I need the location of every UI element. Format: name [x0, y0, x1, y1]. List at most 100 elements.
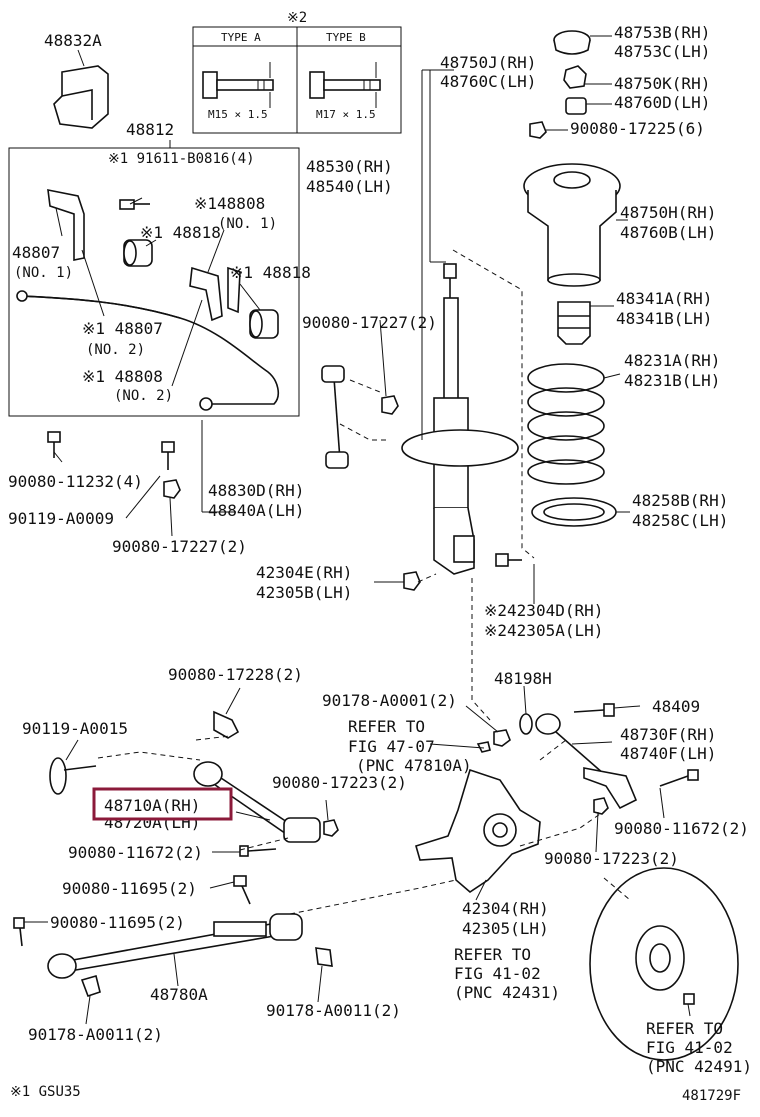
washer-48198H	[519, 713, 533, 735]
stabilizer-group-box	[8, 147, 300, 417]
label-48832A: 48832A	[44, 31, 102, 50]
label-42304: 42304(RH)	[462, 899, 549, 918]
spring-seat-48258B	[531, 497, 617, 527]
arm-48780A	[47, 913, 303, 979]
screw-42491	[683, 993, 695, 1005]
cam-90178-A0011-right	[315, 947, 333, 967]
label-48807-no2-sub: (NO. 2)	[86, 342, 145, 358]
strut-assembly	[401, 276, 519, 575]
label-48530: 48530(RH)	[306, 157, 393, 176]
label-48231A: 48231A(RH)	[624, 351, 720, 370]
label-48540: 48540(LH)	[306, 177, 393, 196]
diagram-code: 481729F	[682, 1088, 741, 1104]
label-90178-A0011-left: 90178-A0011(2)	[28, 1025, 163, 1044]
stabilizer-bar	[16, 290, 280, 411]
highlight-box-48710A	[92, 787, 233, 821]
nut-90080-17227-left	[163, 479, 181, 499]
label-48753B: 48753B(RH)	[614, 23, 710, 42]
cap-48753B	[553, 30, 591, 55]
label-90119-A0015: 90119-A0015	[22, 719, 128, 738]
bolt-48750J	[443, 263, 457, 279]
label-refer-41b-line1: REFER TO	[646, 1019, 723, 1038]
stabilizer-link	[321, 365, 349, 469]
bolt-42304D	[495, 553, 522, 567]
nut-90080-17223-right	[593, 797, 609, 815]
label-refer-47-line3: (PNC 47810A)	[356, 756, 472, 775]
bolt-91611	[119, 199, 150, 210]
bolt-90080-11672-right	[659, 769, 699, 787]
knuckle-42304	[415, 768, 541, 894]
label-48818-a: ※1 48818	[140, 223, 221, 242]
guide-lines	[97, 249, 631, 915]
label-48780A: 48780A	[150, 985, 208, 1004]
label-refer-41a-line3: (PNC 42431)	[454, 983, 560, 1002]
label-48807-no1-sub: (NO. 1)	[14, 265, 73, 281]
label-48750J: 48750J(RH)	[440, 53, 536, 72]
bolt-90080-11672-left	[239, 845, 277, 857]
part-labels: 48832A 48812 ※1 91611-B0816(4) ※148808 (…	[8, 23, 752, 1104]
label-42304D: ※242304D(RH)	[484, 601, 603, 620]
bushing-48760D	[565, 97, 587, 115]
nut-48750K	[563, 65, 587, 89]
bolt-type-b-illustration	[309, 62, 381, 108]
type-table-note: ※2	[287, 10, 307, 26]
stabilizer-bracket-no1	[47, 188, 85, 261]
bolt-90119-A0009	[161, 441, 175, 470]
label-48808-no2: ※1 48808	[82, 367, 163, 386]
label-90080-17227-left: 90080-17227(2)	[112, 537, 247, 556]
label-48830D: 48830D(RH)	[208, 481, 304, 500]
label-90080-17223-left: 90080-17223(2)	[272, 773, 407, 792]
label-48258C: 48258C(LH)	[632, 511, 728, 530]
label-90080-11695-upper: 90080-11695(2)	[62, 879, 197, 898]
type-b-header: TYPE B	[326, 31, 366, 44]
label-90080-11232: 90080-11232(4)	[8, 472, 143, 491]
brake-disc	[589, 867, 739, 1061]
mount-48750H	[523, 163, 621, 287]
label-48198H: 48198H	[494, 669, 552, 688]
type-b-size: M17 × 1.5	[316, 108, 376, 121]
bolt-90080-11695-left	[13, 917, 25, 947]
label-refer-47-line2: FIG 47-07	[348, 737, 435, 756]
label-90119-A0009: 90119-A0009	[8, 509, 114, 528]
bolt-type-table: ※2 TYPE A TYPE B M15 × 1.5 M17 × 1.5	[192, 10, 402, 134]
label-48760D: 48760D(LH)	[614, 93, 710, 112]
label-42304E: 42304E(RH)	[256, 563, 352, 582]
label-48808-no2-sub: (NO. 2)	[114, 388, 173, 404]
label-refer-47-line1: REFER TO	[348, 717, 425, 736]
nut-42304E	[403, 571, 421, 591]
label-48808-no1-sub: (NO. 1)	[218, 216, 277, 232]
label-42305B: 42305B(LH)	[256, 583, 352, 602]
label-48341A: 48341A(RH)	[616, 289, 712, 308]
bolt-90080-11232	[47, 431, 61, 458]
bolt-48409	[573, 703, 615, 717]
bolt-type-a-illustration	[202, 62, 274, 108]
label-90080-17227-upper: 90080-17227(2)	[302, 313, 437, 332]
label-90178-A0001: 90178-A0001(2)	[322, 691, 457, 710]
label-refer-41b-line2: FIG 41-02	[646, 1038, 733, 1057]
stabilizer-bushing-1	[123, 239, 153, 267]
type-a-header: TYPE A	[221, 31, 261, 44]
nut-90080-17225	[529, 121, 547, 139]
bolt-90080-11695-upper	[233, 875, 251, 905]
label-48740F: 48740F(LH)	[620, 744, 716, 763]
label-48750K: 48750K(RH)	[614, 74, 710, 93]
label-48753C: 48753C(LH)	[614, 42, 710, 61]
type-a-size: M15 × 1.5	[208, 108, 268, 121]
label-90080-17223-right: 90080-17223(2)	[544, 849, 679, 868]
label-48710A-highlighted: 48710A(RH)	[104, 796, 200, 815]
label-refer-41a-line1: REFER TO	[454, 945, 531, 964]
label-48760B: 48760B(LH)	[620, 223, 716, 242]
label-48258B: 48258B(RH)	[632, 491, 728, 510]
label-90178-A0011-right: 90178-A0011(2)	[266, 1001, 401, 1020]
label-48807-no1: 48807	[12, 243, 60, 262]
label-48341B: 48341B(LH)	[616, 309, 712, 328]
coil-spring-48231A	[527, 363, 605, 485]
nut-90080-17227-upper	[381, 395, 399, 415]
label-refer-41b-line3: (PNC 42491)	[646, 1057, 752, 1076]
stabilizer-bracket-no2	[189, 266, 241, 322]
bolt-90178-A0001	[476, 729, 511, 753]
label-42305A: ※242305A(LH)	[484, 621, 603, 640]
leader-lines	[24, 35, 691, 1025]
